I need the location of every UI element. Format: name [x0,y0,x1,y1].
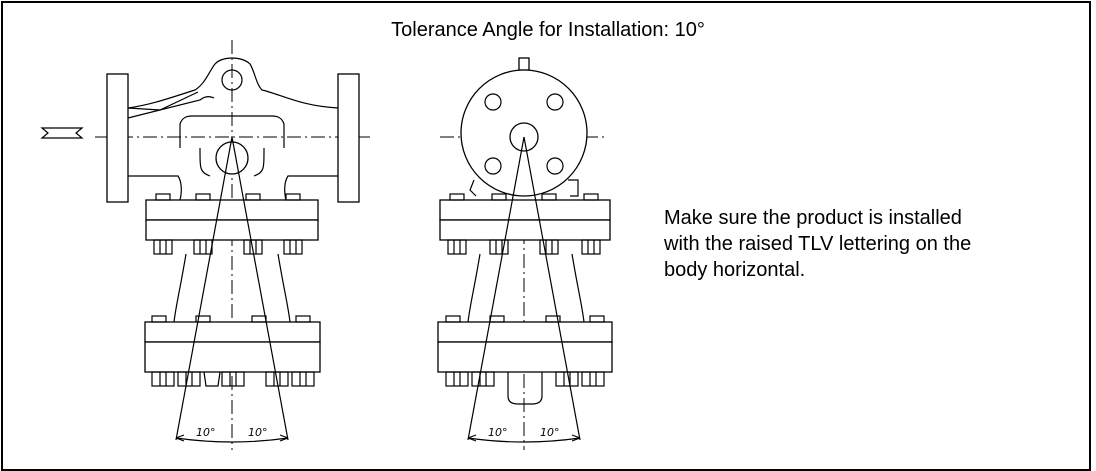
installation-drawing: 10° 10° [40,40,613,450]
angle-label: 10° [540,426,560,439]
front-view: 10° 10° [40,40,370,450]
note-line: body horizontal. [664,259,806,281]
note-line: with the raised TLV lettering on the [664,233,972,255]
angle-label: 10° [196,426,216,439]
diagram-title: Tolerance Angle for Installation: 10° [391,19,705,41]
side-view: 10° 10° [437,57,613,450]
installation-note: Make sure the product is installed with … [664,205,1084,283]
angle-label: 10° [248,426,268,439]
flow-arrow-icon [40,127,84,139]
note-line: Make sure the product is installed [664,207,962,229]
angle-label: 10° [488,426,508,439]
